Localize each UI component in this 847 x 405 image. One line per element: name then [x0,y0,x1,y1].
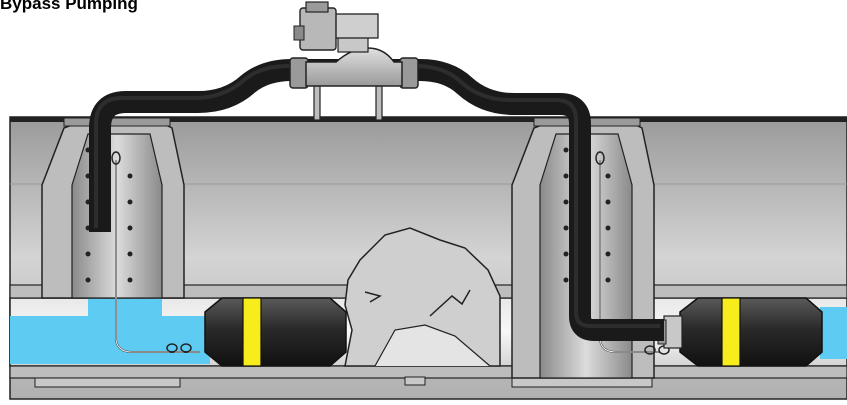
bypass-hose [89,59,664,341]
upstream-tether [111,151,200,353]
downstream-ladder-rungs [563,147,611,283]
upstream-manhole [41,117,185,299]
diagram-title: Bypass Pumping [0,0,138,13]
pump-stand [313,85,383,121]
pump [289,1,419,89]
downstream-water [820,307,847,359]
upstream-pipe-plug [204,297,347,367]
blockage [344,227,501,367]
downstream-pipe-plug [657,297,823,367]
